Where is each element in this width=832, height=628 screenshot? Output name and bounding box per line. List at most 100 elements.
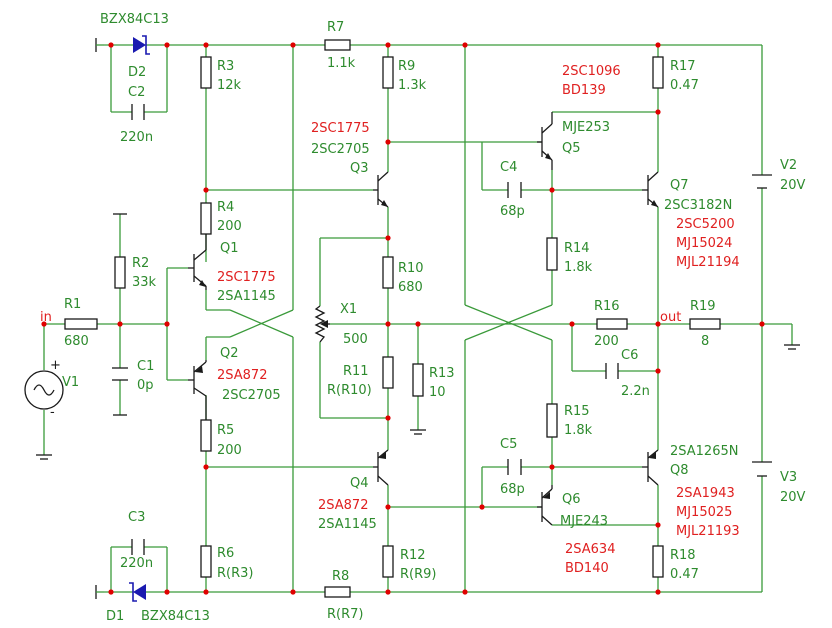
label-r18-value: 0.47 (670, 567, 699, 582)
resistor-r3 (200, 56, 212, 89)
label-q6-name: Q6 (562, 492, 581, 507)
svg-text:+: + (50, 358, 61, 373)
label-q7-alt1: 2SC5200 (676, 217, 735, 232)
transistor-q6 (537, 485, 553, 526)
label-r9-value: 1.3k (398, 78, 427, 93)
resistor-r13 (412, 363, 424, 397)
label-c3-value: 220n (120, 556, 153, 571)
label-r8-name: R8 (332, 569, 349, 584)
label-r19-value: 8 (701, 334, 709, 349)
label-c4-value: 68p (500, 204, 525, 219)
capacitor-c1 (112, 367, 128, 381)
source-v1: + - (24, 358, 64, 420)
label-q4-alt: 2SA1145 (318, 517, 377, 532)
label-q8-alt1: 2SA1943 (676, 486, 735, 501)
potentiometer-x1 (314, 305, 330, 343)
label-r9-name: R9 (398, 59, 415, 74)
label-r2-value: 33k (132, 275, 157, 290)
resistor-r16 (596, 318, 628, 330)
label-r11-value: R(R10) (327, 383, 372, 398)
label-q2-name: Q2 (220, 346, 239, 361)
label-r12-value: R(R9) (400, 567, 436, 582)
source-v3 (752, 461, 772, 477)
label-q6-part: MJE243 (560, 514, 608, 529)
zener-d1 (129, 582, 146, 602)
ground-r13 (410, 429, 426, 435)
label-q5-part: MJE253 (562, 120, 610, 135)
label-d1-part: BZX84C13 (141, 609, 210, 624)
label-r17-name: R17 (670, 59, 696, 74)
label-q7-alt2: MJ15024 (676, 236, 732, 251)
resistor-r7 (324, 39, 351, 51)
label-r16-value: 200 (594, 334, 619, 349)
label-q2-part: 2SA872 (217, 368, 267, 383)
resistor-r14 (546, 237, 558, 271)
label-q7-part: 2SC3182N (664, 198, 732, 213)
label-r7-value: 1.1k (327, 56, 356, 71)
resistor-r10 (382, 256, 394, 289)
resistor-r6 (200, 545, 212, 578)
label-r6-name: R6 (217, 546, 234, 561)
resistor-r15 (546, 403, 558, 438)
label-v3-name: V3 (780, 470, 797, 485)
label-q5-name: Q5 (562, 141, 581, 156)
resistor-r4 (200, 202, 212, 235)
label-q1-name: Q1 (220, 241, 239, 256)
label-r15-name: R15 (564, 404, 590, 419)
label-q6-alt2: BD140 (565, 561, 609, 576)
label-c5-value: 68p (500, 482, 525, 497)
label-r15-value: 1.8k (564, 423, 593, 438)
label-c4-name: C4 (500, 160, 517, 175)
label-c2-name: C2 (128, 85, 145, 100)
resistor-r11 (382, 356, 394, 389)
label-c5-name: C5 (500, 437, 517, 452)
wires (43, 44, 793, 593)
label-q4-name: Q4 (350, 476, 369, 491)
label-r11-name: R11 (343, 364, 369, 379)
label-q8-alt2: MJ15025 (676, 505, 732, 520)
zener-d2 (133, 35, 150, 55)
label-q7-alt3: MJL21194 (676, 255, 740, 270)
junction-dots (41, 42, 765, 595)
label-c1-name: C1 (137, 359, 154, 374)
label-r5-name: R5 (217, 423, 234, 438)
label-d1-name: D1 (106, 609, 124, 624)
label-r7-name: R7 (327, 20, 344, 35)
transistor-q3 (373, 171, 389, 208)
resistor-r17 (652, 56, 664, 89)
label-v3-value: 20V (780, 490, 806, 505)
label-r17-value: 0.47 (670, 78, 699, 93)
label-r1-name: R1 (64, 297, 81, 312)
label-r4-value: 200 (217, 219, 242, 234)
label-q8-alt3: MJL21193 (676, 524, 740, 539)
label-r14-name: R14 (564, 241, 590, 256)
label-r3-value: 12k (217, 78, 242, 93)
label-r1-value: 680 (64, 334, 89, 349)
label-r12-name: R12 (400, 548, 426, 563)
label-v2-value: 20V (780, 178, 806, 193)
transistor-q4 (373, 449, 389, 486)
label-r5-value: 200 (217, 443, 242, 458)
label-q6-alt1: 2SA634 (565, 542, 615, 557)
ground-output (784, 344, 800, 350)
label-q1-alt: 2SA1145 (217, 289, 276, 304)
transistor-q5 (537, 112, 553, 170)
ground-top-left (95, 38, 104, 52)
resistor-r2 (114, 256, 126, 289)
label-net-in: in (40, 310, 52, 325)
resistor-r8 (324, 586, 351, 598)
capacitor-c5 (507, 459, 522, 475)
source-v2 (752, 174, 772, 189)
capacitor-c2 (131, 104, 145, 120)
transistor-q2 (188, 360, 207, 420)
label-net-out: out (660, 310, 681, 325)
label-c1-value: 0p (137, 378, 154, 393)
capacitors (112, 104, 619, 555)
capacitor-c6 (605, 363, 619, 379)
resistor-r9 (382, 56, 394, 89)
label-q7-name: Q7 (670, 178, 689, 193)
label-r2-name: R2 (132, 256, 149, 271)
transistor-q8 (642, 449, 659, 486)
label-c3-name: C3 (128, 510, 145, 525)
